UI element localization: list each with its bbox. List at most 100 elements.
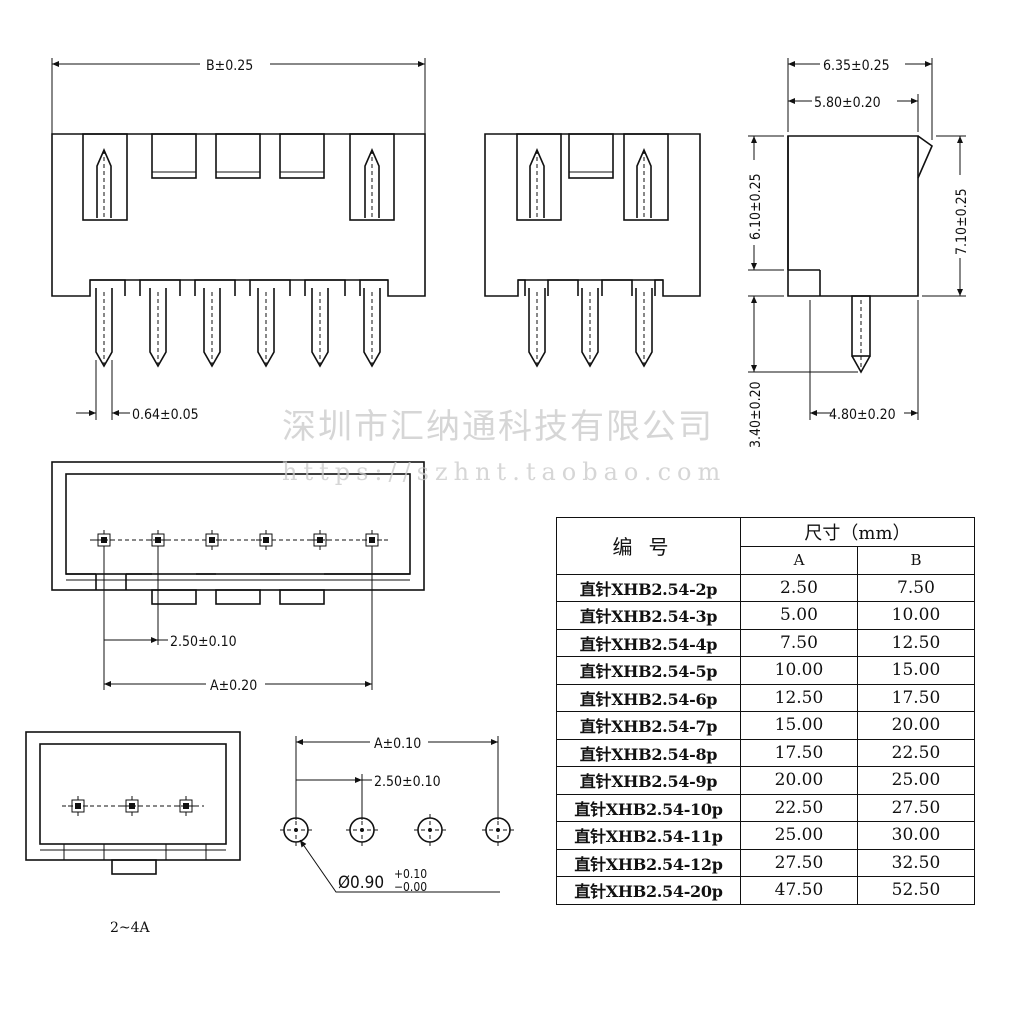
hole-tol-minus-label: −0.00 [394, 880, 427, 894]
cell-value-b: 7.50 [856, 573, 976, 602]
cell-model: 直针XHB2.54-20p [556, 876, 741, 905]
front-view-3p [484, 133, 701, 297]
cell-value-a: 27.50 [740, 848, 858, 877]
slot-pin [364, 148, 380, 218]
cell-value-a: 22.50 [740, 793, 858, 822]
pcb-hole [346, 814, 378, 846]
pad-marker [310, 530, 330, 550]
cell-model: 直针XHB2.54-10p [556, 793, 741, 822]
connector-pin [257, 288, 275, 368]
watermark-company: 深圳市汇纳通科技有限公司 [282, 407, 714, 447]
slot-pin [529, 148, 545, 218]
cell-model: 直针XHB2.54-7p [556, 711, 741, 740]
connector-pin [528, 288, 546, 368]
header-col-b: B [856, 546, 976, 575]
small-note: 2~4A [110, 920, 150, 936]
cell-value-b: 27.50 [856, 793, 976, 822]
pad-marker [94, 530, 114, 550]
cell-value-b: 20.00 [856, 711, 976, 740]
cell-value-a: 20.00 [740, 766, 858, 795]
pcb-hole [482, 814, 514, 846]
cell-value-a: 15.00 [740, 711, 858, 740]
side-height-outer-label: 7.10±0.25 [954, 188, 970, 255]
side-view: 6.35±0.25 5.80±0.20 6.10±0.25 7.10±0.25 … [748, 58, 970, 448]
connector-pin [311, 288, 329, 368]
front-width-label: B±0.25 [206, 58, 253, 74]
cell-model: 直针XHB2.54-3p [556, 601, 741, 630]
side-depth-inner-label: 5.80±0.20 [814, 95, 881, 111]
connector-pin [149, 288, 167, 368]
pin-offset-label: 4.80±0.20 [829, 407, 896, 423]
hole-diameter-label: Ø0.90 [338, 873, 384, 893]
cell-value-a: 12.50 [740, 683, 858, 712]
connector-pin [203, 288, 221, 368]
cell-value-b: 15.00 [856, 656, 976, 685]
cell-value-a: 10.00 [740, 656, 858, 685]
cell-value-b: 12.50 [856, 628, 976, 657]
cell-value-b: 22.50 [856, 738, 976, 767]
header-col-a: A [740, 546, 858, 575]
cell-value-a: 47.50 [740, 876, 858, 905]
pad-marker [122, 796, 142, 816]
pad-marker [148, 530, 168, 550]
cell-value-b: 30.00 [856, 821, 976, 850]
slot-pin [96, 148, 112, 218]
side-height-inner-label: 6.10±0.25 [748, 173, 764, 240]
cell-model: 直针XHB2.54-9p [556, 766, 741, 795]
cell-value-a: 5.00 [740, 601, 858, 630]
front-view-6p: B±0.25 [51, 58, 426, 297]
top-view-3p [25, 731, 241, 875]
header-dims: 尺寸（mm） [740, 517, 975, 547]
pcb-span-label: A±0.10 [374, 736, 421, 752]
cell-value-b: 17.50 [856, 683, 976, 712]
cell-model: 直针XHB2.54-11p [556, 821, 741, 850]
connector-pin [363, 288, 381, 368]
cell-value-a: 2.50 [740, 573, 858, 602]
cell-model: 直针XHB2.54-5p [556, 656, 741, 685]
connector-pin [635, 288, 653, 368]
pin-width-label: 0.64±0.05 [132, 407, 199, 423]
cell-model: 直针XHB2.54-6p [556, 683, 741, 712]
pin-length-label: 3.40±0.20 [748, 381, 764, 448]
cell-model: 直针XHB2.54-8p [556, 738, 741, 767]
pcb-pitch-label: 2.50±0.10 [374, 774, 441, 790]
cell-value-b: 32.50 [856, 848, 976, 877]
cell-value-b: 25.00 [856, 766, 976, 795]
cell-value-b: 10.00 [856, 601, 976, 630]
header-code: 编号 [556, 517, 741, 575]
pad-marker [362, 530, 382, 550]
cell-value-a: 7.50 [740, 628, 858, 657]
top-pitch-label: 2.50±0.10 [170, 634, 237, 650]
slot-pin [636, 148, 652, 218]
pad-marker [202, 530, 222, 550]
pcb-hole [414, 814, 446, 846]
connector-pin [581, 288, 599, 368]
top-view-6p: 2.50±0.10 A±0.20 [51, 461, 425, 694]
cell-value-a: 25.00 [740, 821, 858, 850]
cell-model: 直针XHB2.54-12p [556, 848, 741, 877]
pad-marker [256, 530, 276, 550]
connector-pin [95, 288, 113, 368]
pcb-hole-pattern: A±0.10 2.50±0.10 [280, 736, 514, 894]
pad-marker [68, 796, 88, 816]
top-span-label: A±0.20 [210, 678, 257, 694]
cell-model: 直针XHB2.54-4p [556, 628, 741, 657]
watermark-url: https://szhnt.taobao.com [282, 458, 726, 486]
cell-value-b: 52.50 [856, 876, 976, 905]
hole-tol-plus-label: +0.10 [394, 867, 427, 881]
side-depth-outer-label: 6.35±0.25 [823, 58, 890, 74]
